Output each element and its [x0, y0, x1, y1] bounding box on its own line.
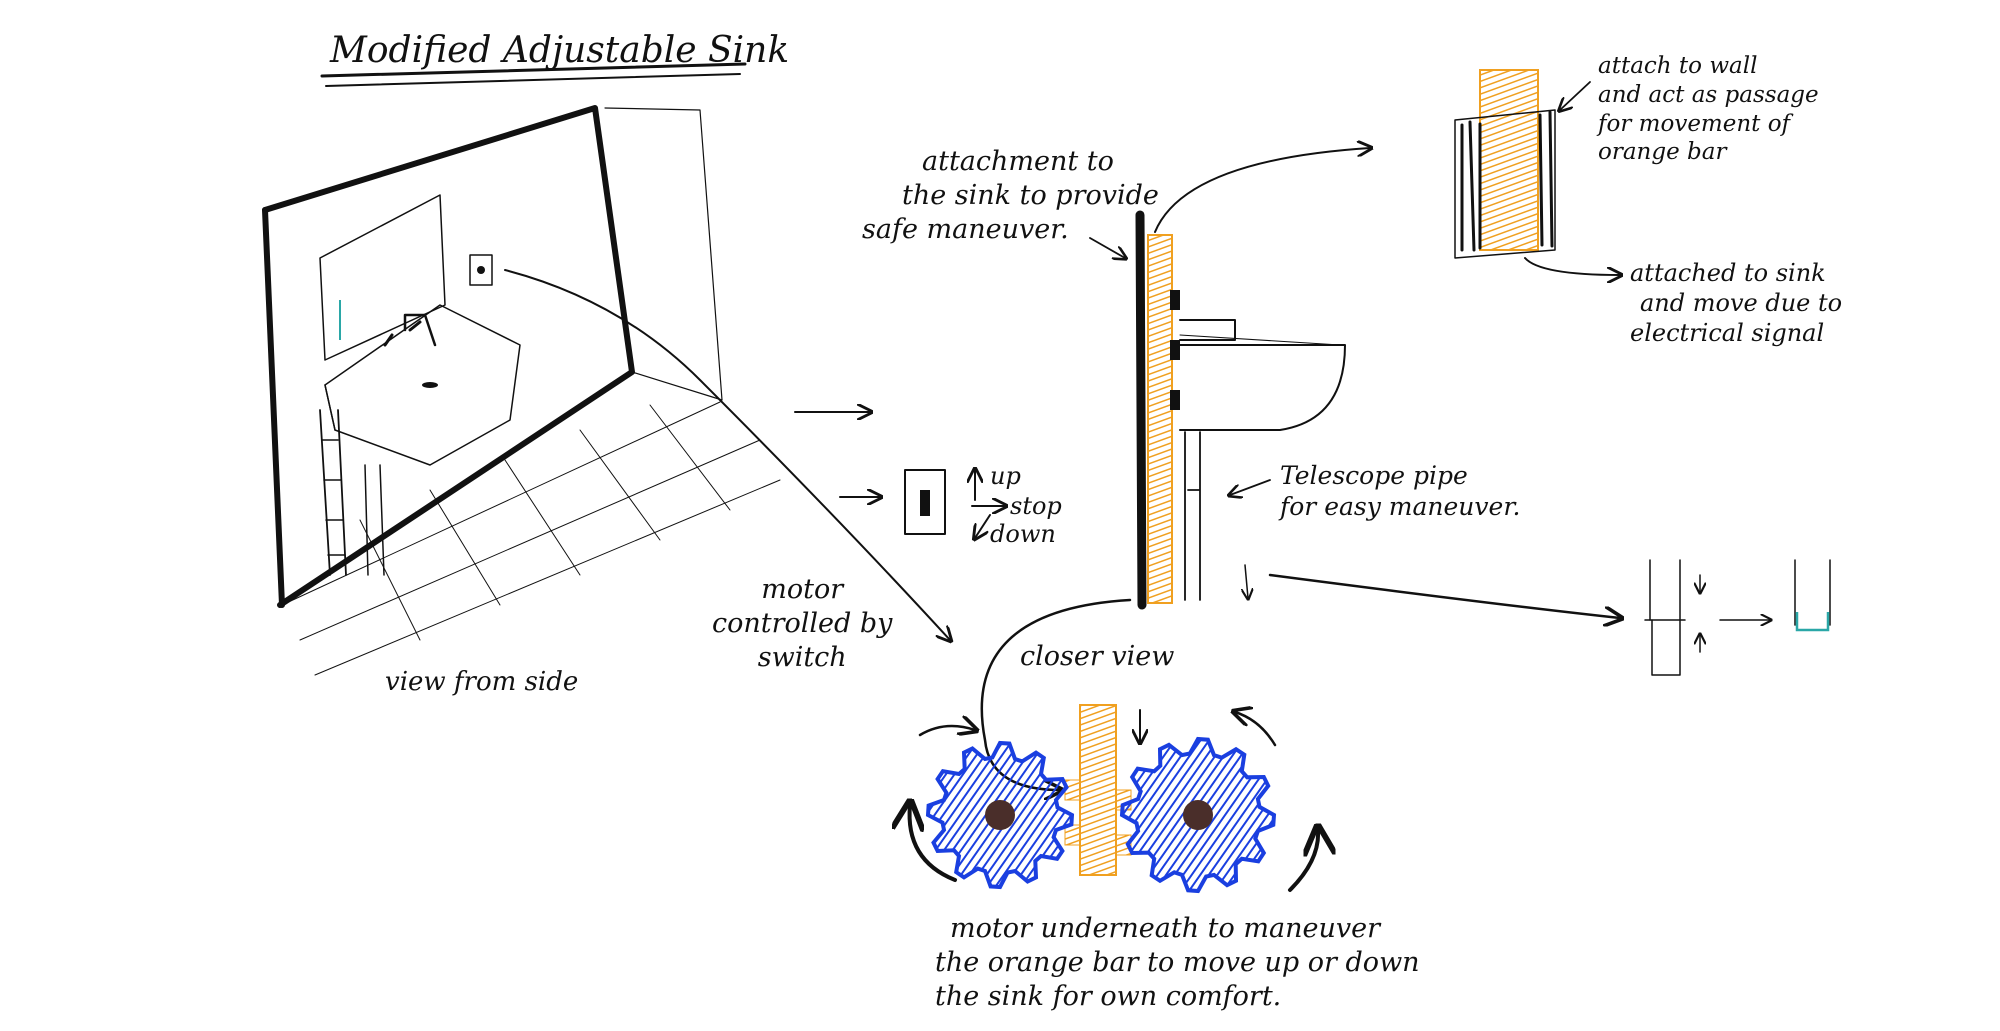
telescope-label: Telescope pipe for easy maneuver. [1280, 461, 1521, 522]
rotate-arrow-bottom-right [1288, 830, 1318, 892]
right-gear [1119, 736, 1277, 894]
arrow-to-inset [1154, 148, 1370, 233]
inset-orange-bar [1479, 69, 1539, 251]
attached-sink-label: attached to sink and move due to electri… [1630, 259, 1843, 347]
rail-inset [1454, 69, 1620, 275]
title-underline-2 [325, 73, 741, 87]
tap-handle-right [408, 320, 422, 332]
wall-switch-small [469, 254, 493, 286]
left-gear [925, 740, 1075, 890]
arrow-to-motor [504, 269, 950, 640]
telescope-collar [1795, 612, 1830, 632]
motor-switch-label: motor controlled by switch [712, 574, 893, 673]
inset-rail-box [1454, 109, 1556, 259]
title-group: Modified Adjustable Sink [320, 30, 789, 87]
down-arrow [975, 514, 991, 538]
switch-diagram[interactable]: up stop down [904, 462, 1062, 548]
switch-down-label: down [990, 520, 1056, 548]
sink-pipe [364, 464, 385, 576]
tap-handle-left [383, 333, 394, 347]
rack-bar [1079, 704, 1117, 876]
arrow-attached-sink [1524, 257, 1620, 275]
side-bar [319, 409, 347, 576]
view-from-side-label: view from side [385, 667, 578, 697]
switch-up-label: up [990, 462, 1021, 490]
back-wall-frame [262, 105, 635, 608]
rotate-arrow-bottom-left [910, 805, 957, 882]
mirror [319, 194, 446, 361]
attachment-label: attachment to the sink to provide safe m… [862, 146, 1159, 245]
attach-wall-label: attach to wall and act as passage for mo… [1598, 53, 1819, 166]
bathroom-sketch [262, 105, 950, 676]
telescope-detail [1644, 559, 1831, 676]
side-view [980, 148, 1620, 790]
drain [422, 382, 438, 388]
wall-line [1135, 210, 1147, 610]
orange-bar [1147, 234, 1173, 604]
rotate-arrow-top-right [1235, 712, 1277, 747]
switch-plate [904, 469, 946, 535]
telescope-pipe [1184, 431, 1201, 601]
closer-view-label: closer view [1020, 641, 1175, 672]
faucet-profile [1179, 319, 1236, 341]
switch-toggle[interactable] [920, 490, 930, 516]
gear-hub [1183, 800, 1213, 830]
arrow-to-attachment [1089, 237, 1125, 258]
motor-underneath-label: motor underneath to maneuver the orange … [935, 913, 1420, 1012]
back-wall-left-edge [262, 207, 285, 608]
sink-profile [1179, 344, 1346, 431]
gear-mechanism [910, 704, 1319, 894]
rotate-arrow-top-left [918, 726, 975, 737]
wall-switch-dot [477, 266, 485, 274]
floor-tiles [281, 401, 781, 676]
arrow-to-pipe [1230, 479, 1271, 495]
gear-hub [985, 800, 1015, 830]
arrow-attach-wall [1560, 81, 1591, 110]
side-wall [604, 107, 723, 401]
floor-edge [631, 371, 723, 401]
faucet [403, 313, 437, 347]
arrow-to-telescope-detail [1268, 573, 1620, 618]
switch-stop-label: stop [1010, 492, 1062, 520]
title-underline [320, 62, 747, 78]
